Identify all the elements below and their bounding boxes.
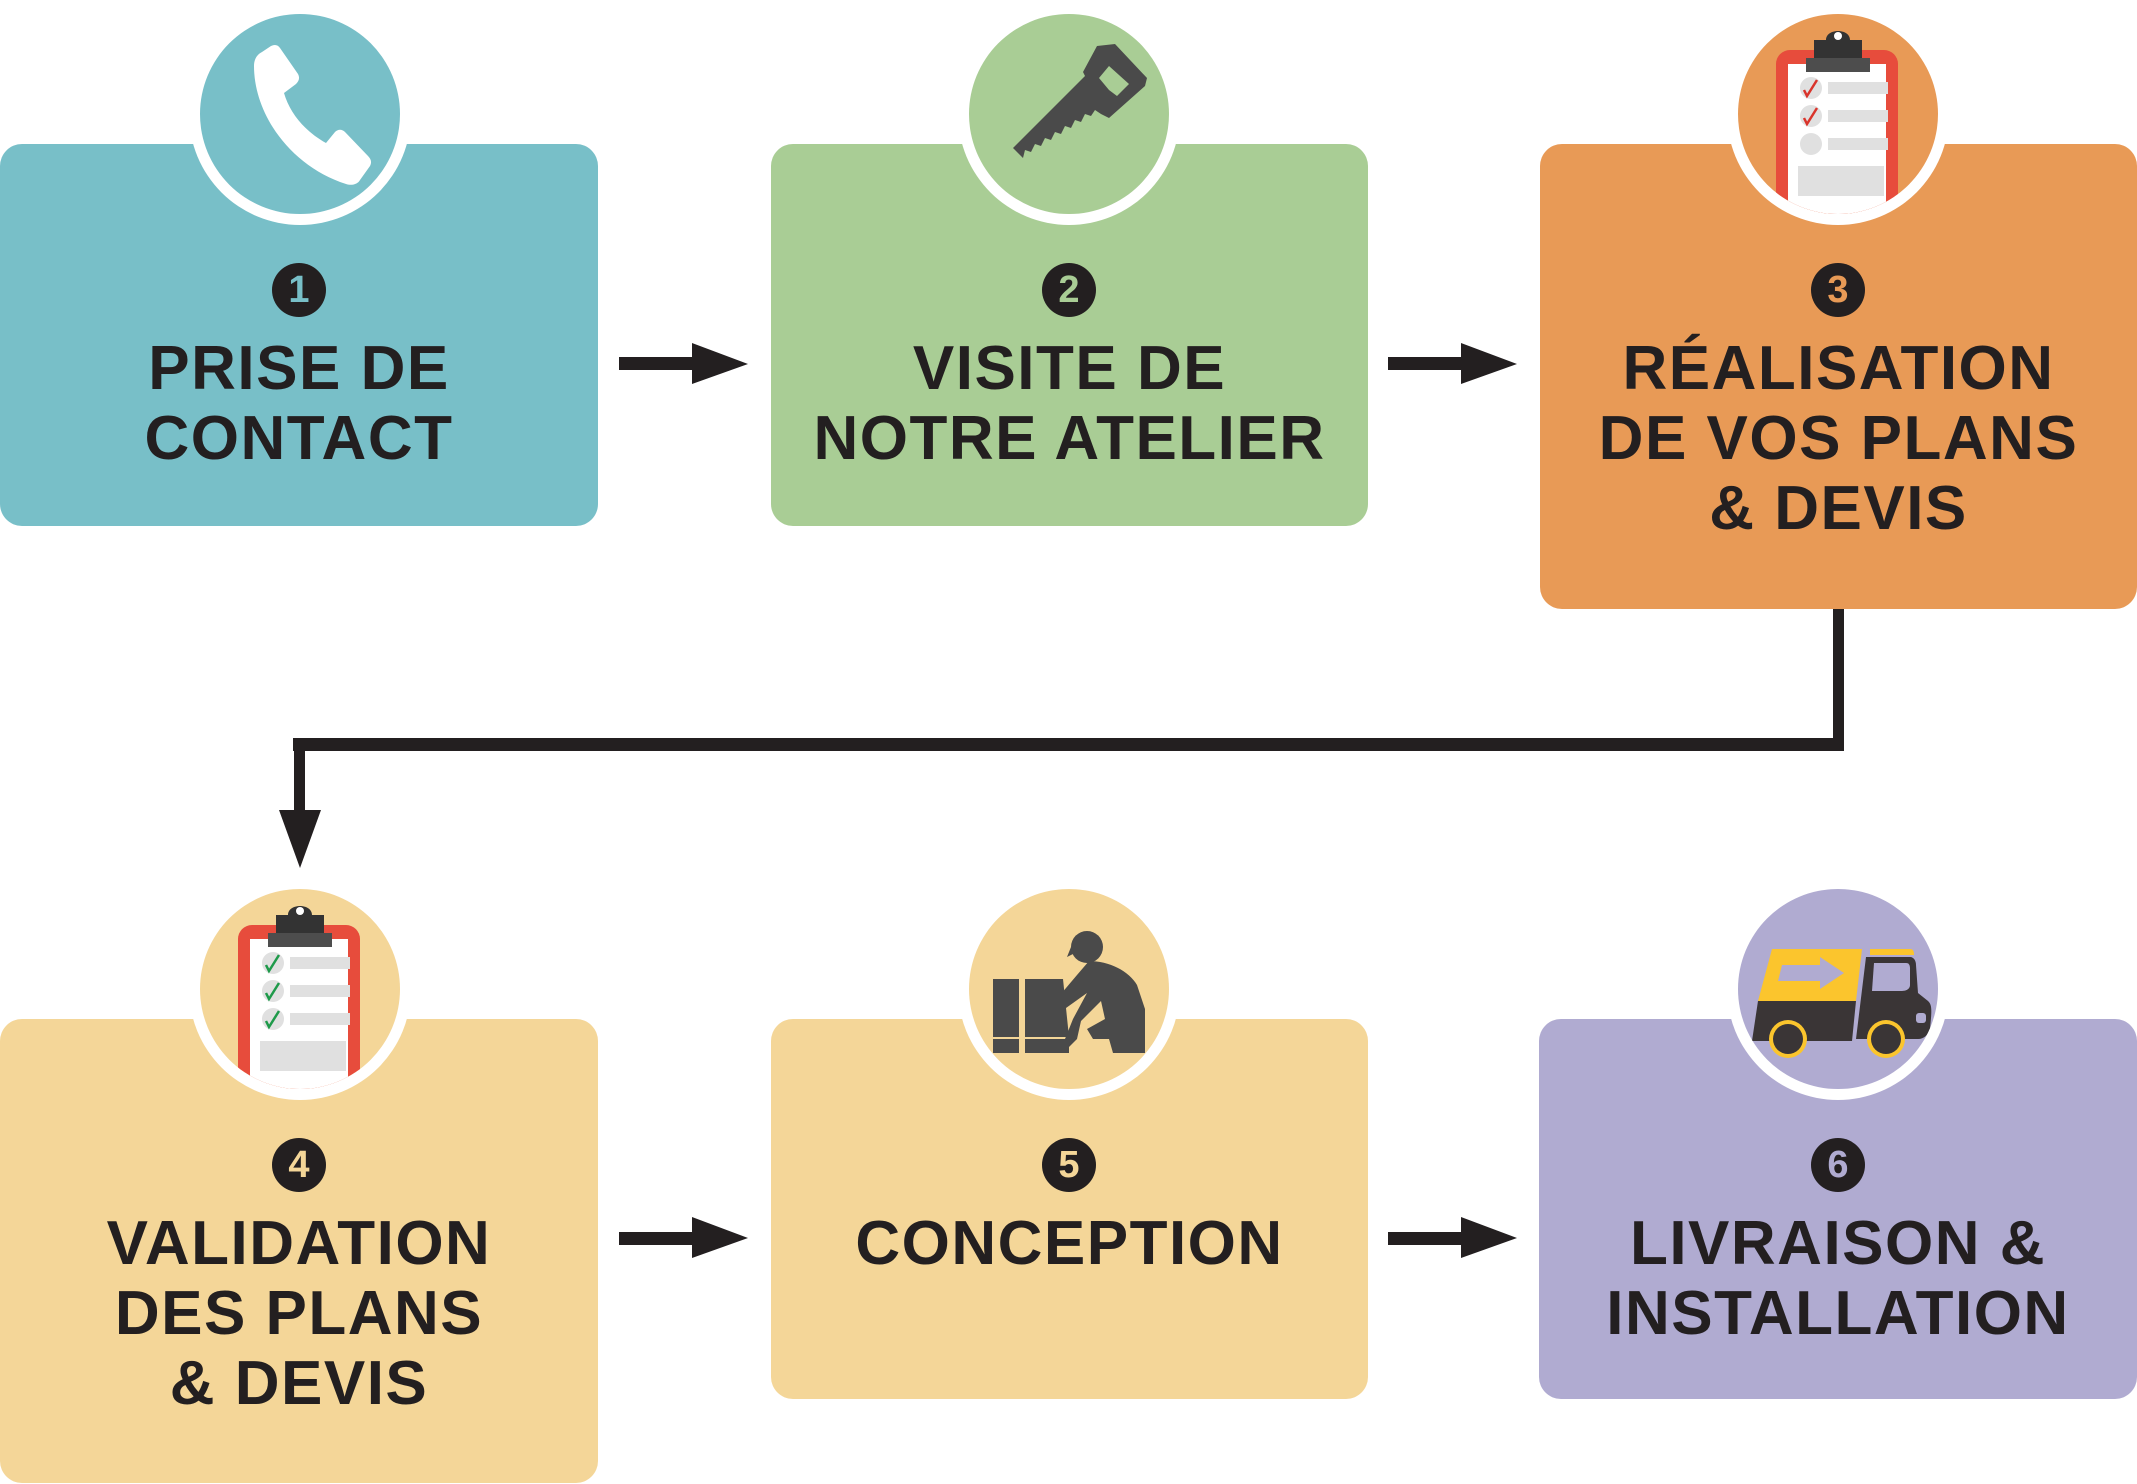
connector-vertical-to-step-4	[294, 738, 305, 813]
clipboard-check-icon	[238, 906, 360, 1089]
step-1-icon-circle	[200, 14, 400, 214]
step-5-number-badge: 5	[1042, 1138, 1096, 1192]
step-6-icon-circle	[1738, 889, 1938, 1089]
title-line: RÉALISATION	[1622, 334, 2055, 403]
step-4-number-badge: 4	[272, 1138, 326, 1192]
arrow-3-to-4	[279, 810, 321, 868]
arrow-2-to-3	[1388, 343, 1517, 384]
title-line: NOTRE ATELIER	[813, 404, 1326, 473]
step-number: 1	[288, 269, 310, 311]
step-2-number-badge: 2	[1042, 263, 1096, 317]
step-number: 4	[288, 1144, 310, 1186]
step-1-number-badge: 1	[272, 263, 326, 317]
step-3-icon-ring	[1727, 3, 1949, 225]
step-number: 5	[1058, 1144, 1080, 1186]
step-number: 2	[1058, 269, 1080, 311]
arrow-5-to-6	[1388, 1217, 1517, 1258]
saw-icon	[1013, 44, 1147, 158]
phone-icon	[254, 44, 372, 185]
step-2-title: VISITE DE NOTRE ATELIER	[771, 334, 1368, 474]
carpenter-worker-icon	[993, 931, 1145, 1053]
step-2-icon-circle	[969, 14, 1169, 214]
step-5-icon-circle	[969, 889, 1169, 1089]
clipboard-icon	[1776, 31, 1898, 214]
title-line: VALIDATION	[106, 1209, 492, 1278]
title-line: PRISE DE	[148, 334, 450, 403]
step-number: 3	[1827, 269, 1849, 311]
step-1-icon-ring	[189, 3, 411, 225]
step-5-title: CONCEPTION	[771, 1209, 1368, 1279]
step-6-icon-ring	[1727, 878, 1949, 1100]
step-number: 6	[1827, 1144, 1849, 1186]
title-line: DE VOS PLANS	[1598, 404, 2079, 473]
step-6-number-badge: 6	[1811, 1138, 1865, 1192]
title-line: INSTALLATION	[1606, 1279, 2070, 1348]
title-line: CONCEPTION	[855, 1209, 1284, 1278]
title-line: CONTACT	[144, 404, 454, 473]
arrow-4-to-5	[619, 1217, 748, 1258]
step-3-number-badge: 3	[1811, 263, 1865, 317]
step-6-title: LIVRAISON & INSTALLATION	[1539, 1209, 2137, 1349]
step-4-icon-circle	[200, 889, 400, 1089]
delivery-truck-icon	[1752, 949, 1932, 1058]
title-line: LIVRAISON &	[1629, 1209, 2047, 1278]
step-5-icon-ring	[958, 878, 1180, 1100]
step-3-icon-circle	[1738, 14, 1938, 214]
title-line: DES PLANS	[114, 1279, 484, 1348]
connector-horizontal	[293, 738, 1844, 751]
step-1-title: PRISE DE CONTACT	[0, 334, 598, 474]
step-4-icon-ring	[189, 878, 411, 1100]
connector-vertical-from-step-3	[1833, 609, 1844, 751]
step-4-title: VALIDATION DES PLANS & DEVIS	[0, 1209, 598, 1419]
step-4-card: 4 VALIDATION DES PLANS & DEVIS	[0, 1019, 598, 1483]
step-3-title: RÉALISATION DE VOS PLANS & DEVIS	[1540, 334, 2137, 544]
title-line: & DEVIS	[1709, 474, 1968, 543]
title-line: & DEVIS	[169, 1349, 429, 1418]
step-2-icon-ring	[958, 3, 1180, 225]
title-line: VISITE DE	[912, 334, 1227, 403]
arrow-1-to-2	[619, 343, 748, 384]
